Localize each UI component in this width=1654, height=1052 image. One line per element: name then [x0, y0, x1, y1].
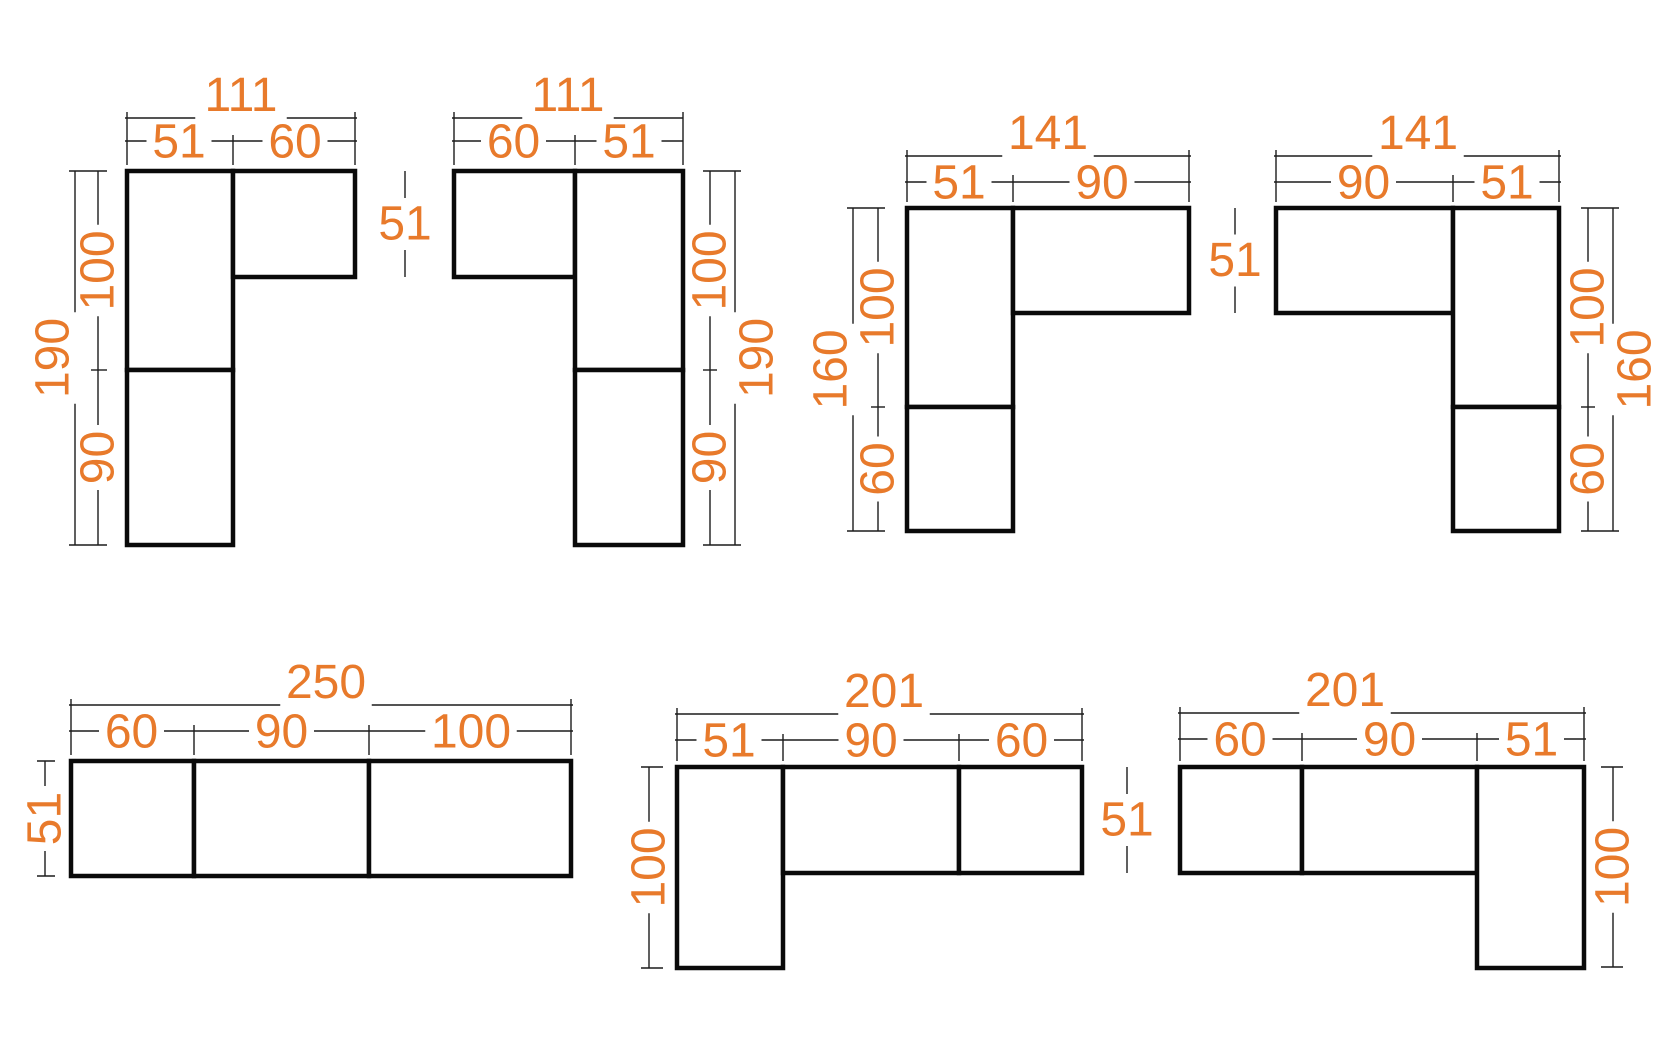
dimension-label: 100 [623, 827, 676, 907]
dimension-label: 90 [1337, 157, 1390, 210]
dimension-label: 51 [1480, 157, 1533, 210]
dimension-label: 141 [1008, 107, 1088, 160]
chaise-201-left-module [674, 764, 786, 971]
dimension-label: 90 [72, 431, 125, 484]
corner-190x111-right-module [572, 168, 686, 373]
dimension-label: 90 [1075, 157, 1128, 210]
corner-160x141-right-module [1450, 404, 1562, 534]
corner-160x141-left-module [904, 205, 1016, 410]
dimension-label: 141 [1378, 107, 1458, 160]
dimension-label: 250 [286, 656, 366, 709]
dimension-label: 190 [27, 318, 80, 398]
dimension-label: 51 [1505, 714, 1558, 767]
dimension-label: 60 [1213, 714, 1266, 767]
dimension-label: 90 [255, 706, 308, 759]
chaise-201-left-module [956, 764, 1085, 876]
straight-250-module [68, 758, 197, 879]
dimension-label: 51 [1100, 794, 1153, 847]
straight-250-module [366, 758, 574, 879]
dimension-label: 51 [378, 198, 431, 251]
dimension-label: 100 [1587, 827, 1640, 907]
corner-190x111-left-module [124, 367, 236, 548]
corner-190x111-left-module [230, 168, 358, 280]
dimension-label: 111 [205, 69, 278, 122]
chaise-201-right-module [1177, 764, 1305, 876]
dimension-label: 51 [19, 792, 72, 845]
dimension-label: 190 [731, 318, 784, 398]
dimension-label: 51 [152, 116, 205, 169]
dimension-label: 51 [602, 116, 655, 169]
dimension-label: 51 [702, 715, 755, 768]
dimension-label: 60 [852, 442, 905, 495]
dimension-label: 100 [72, 230, 125, 310]
dimension-label: 111 [532, 69, 605, 122]
straight-250-module [191, 758, 372, 879]
dimension-label: 100 [431, 706, 511, 759]
dimension-label: 100 [684, 230, 737, 310]
chaise-201-right-module [1299, 764, 1480, 876]
dimension-label: 100 [1562, 267, 1615, 347]
dimension-label: 60 [487, 116, 540, 169]
dimension-label: 60 [268, 116, 321, 169]
dimension-label: 201 [844, 665, 924, 718]
dimension-label: 90 [1363, 714, 1416, 767]
dimension-label: 160 [1609, 329, 1654, 409]
dimension-label: 160 [805, 329, 858, 409]
dimension-label: 51 [932, 157, 985, 210]
corner-160x141-left-module [904, 404, 1016, 534]
dimension-label: 90 [684, 431, 737, 484]
chaise-201-right-module [1474, 764, 1587, 971]
dimension-label: 201 [1305, 664, 1385, 717]
corner-160x141-right-module [1450, 205, 1562, 410]
corner-160x141-right-module [1273, 205, 1456, 316]
dimension-label: 60 [1562, 442, 1615, 495]
dimension-label: 100 [852, 267, 905, 347]
corner-190x111-right-module [572, 367, 686, 548]
chaise-201-left-module [780, 764, 962, 876]
dimension-label: 90 [844, 715, 897, 768]
dimension-label: 60 [995, 715, 1048, 768]
corner-190x111-right-module [451, 168, 578, 280]
dimension-label: 51 [1208, 234, 1261, 287]
dimension-label: 60 [105, 706, 158, 759]
corner-160x141-left-module [1010, 205, 1192, 316]
corner-190x111-left-module [124, 168, 236, 373]
